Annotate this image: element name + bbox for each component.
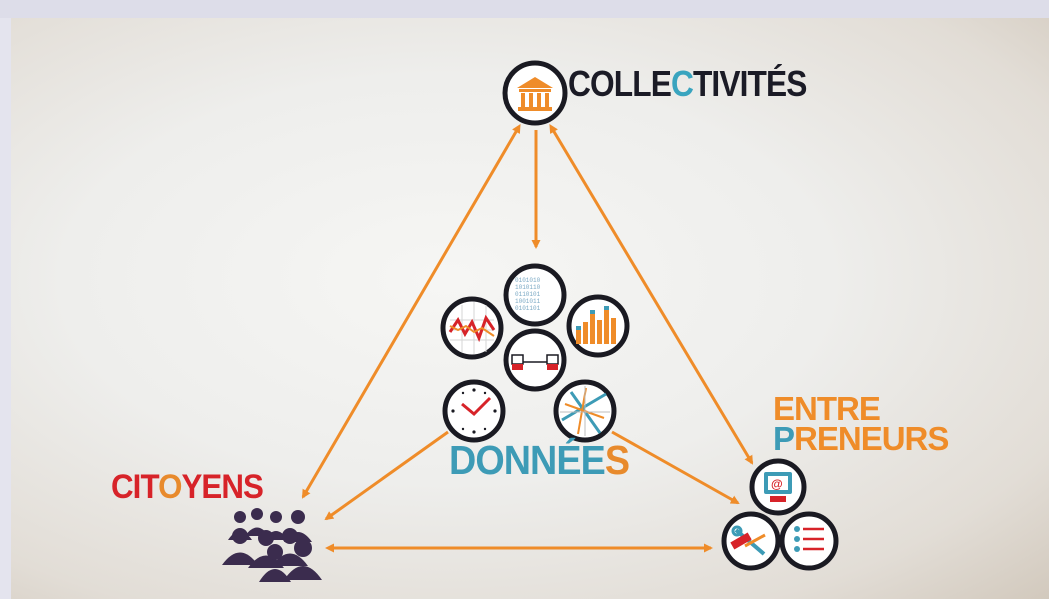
entrepreneurs-label-post: RENEURS [794, 420, 949, 457]
left-strip [0, 18, 11, 599]
collectivites-node [502, 60, 568, 126]
building-icon [517, 77, 553, 111]
tools-icon [721, 511, 781, 571]
arrows [301, 123, 754, 553]
collectivites-label: COLLECTIVITÉS [568, 66, 807, 102]
collectivites-label-pre: COLLE [568, 63, 672, 104]
map-icon [553, 379, 617, 443]
citoyens-label-post: YENS [181, 468, 263, 506]
citoyens-label-highlight: O [158, 468, 182, 506]
arrow-donnees-entrepreneurs [611, 430, 740, 505]
collectivites-label-post: TIVITÉS [692, 63, 807, 104]
donnees-label-highlight: S [604, 437, 630, 483]
entrepreneurs-label-line2: PRENEURS [773, 420, 949, 457]
entrepreneurs-label-line1: ENTRE [773, 390, 881, 427]
bar-chart-icon [566, 294, 630, 358]
svg-text:0101101: 0101101 [515, 305, 541, 312]
entrepreneurs-cluster: @ [721, 458, 839, 571]
binary-data-icon: 0101010 1010110 0110101 1001011 0101101 [503, 263, 567, 327]
arrow-donnees-citoyens [324, 430, 449, 521]
collectivites-label-highlight: C [670, 63, 694, 104]
entrepreneurs-label-highlight: P [773, 420, 795, 457]
arrow-collectivites-entrepreneurs [549, 123, 754, 465]
svg-text:@: @ [771, 477, 783, 491]
svg-text:1001011: 1001011 [515, 298, 541, 305]
network-computers-icon [503, 328, 567, 392]
people-group-icon [222, 508, 322, 582]
clock-icon [442, 379, 506, 443]
svg-text:0101010: 0101010 [515, 277, 541, 284]
citoyens-label-pre: CIT [111, 468, 159, 506]
donnees-label-pre: DONNÉE [449, 437, 606, 483]
arrow-collectivites-citoyens [301, 123, 521, 499]
top-strip [0, 0, 1049, 18]
citoyens-label: CITOYENS [111, 468, 264, 506]
donnees-cluster: 0101010 1010110 0110101 1001011 0101101 [440, 263, 630, 443]
checklist-icon [779, 511, 839, 571]
donnees-label: DONNÉES [449, 437, 630, 483]
line-chart-icon [440, 296, 504, 360]
svg-text:0110101: 0110101 [515, 291, 541, 298]
svg-text:1010110: 1010110 [515, 284, 541, 291]
email-computer-icon: @ [749, 458, 807, 516]
